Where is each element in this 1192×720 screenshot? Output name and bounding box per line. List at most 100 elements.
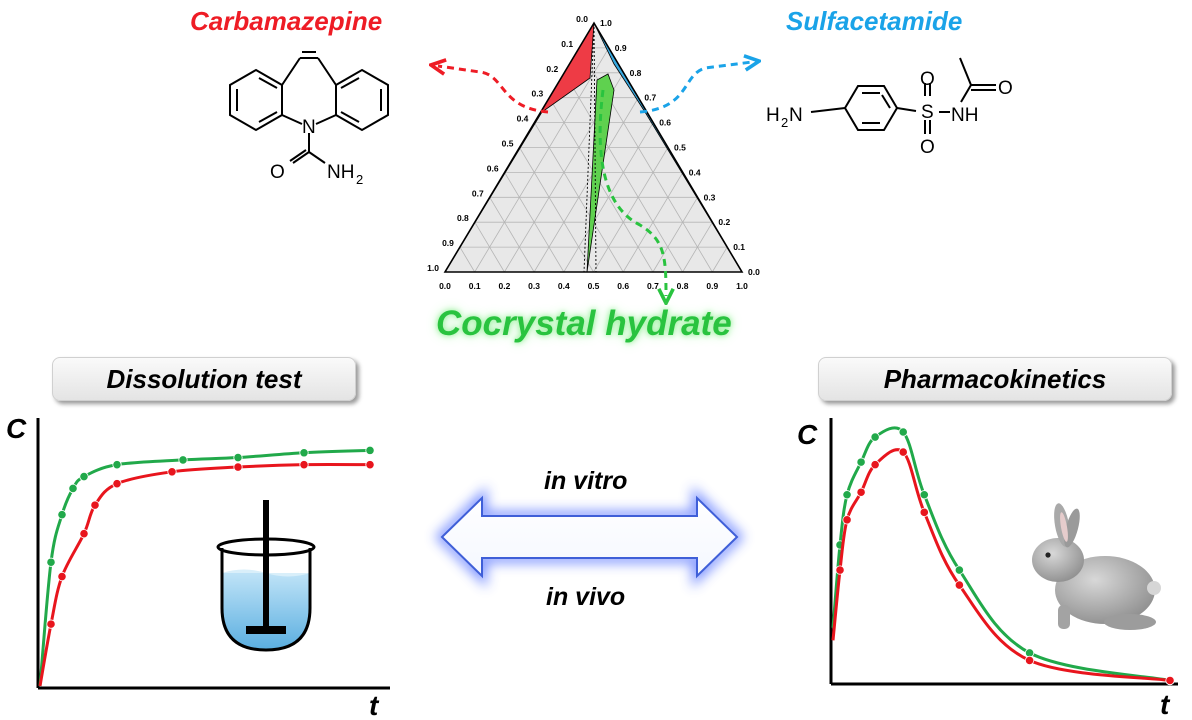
group-nh: NH	[951, 105, 978, 126]
tick-label-left: 0.6	[487, 163, 499, 173]
tick-label-left: 0.4	[517, 114, 529, 124]
data-point	[1165, 675, 1175, 686]
data-point	[856, 457, 866, 467]
tick-label-left: 0.3	[531, 89, 543, 99]
tick-label-left: 0.8	[457, 213, 469, 223]
tick-label-left: 0.1	[561, 39, 573, 49]
grid-line	[519, 147, 594, 273]
data-point	[898, 427, 908, 437]
data-point	[842, 515, 852, 525]
data-point	[954, 580, 964, 590]
ternary-tick-labels: 0.0 0.1 0.2 0.3 0.4 0.5 0.6 0.7 0.8 0.9 1.0 1.0 0.9 0…	[427, 14, 760, 291]
grid-line	[548, 97, 654, 273]
x-axis-label: t	[1160, 689, 1171, 720]
grid-line	[533, 97, 639, 273]
tick-label-right: 0.3	[704, 192, 716, 202]
pharmacokinetics-chart: C t	[797, 418, 1178, 720]
data-point	[365, 460, 375, 470]
grid-line	[593, 147, 669, 273]
dissolution-test-label: Dissolution test	[52, 357, 356, 401]
group-nh: NH	[327, 162, 354, 183]
in-vivo-label: in vivo	[546, 583, 626, 611]
in-vitro-label: in vitro	[544, 467, 628, 495]
dissolution-chart: C t	[6, 413, 390, 720]
tick-label-bottom: 0.6	[617, 281, 629, 291]
grid-line	[711, 246, 728, 273]
atom-o: O	[270, 162, 285, 183]
drug2-title: Sulfacetamide	[786, 6, 963, 36]
dotted-tie-line	[583, 22, 595, 273]
carbamazepine-labels: N O NH 2	[270, 117, 363, 187]
tick-label-right: 0.9	[615, 43, 627, 53]
product-label: Cocrystal hydrate	[436, 304, 732, 343]
data-point	[79, 471, 89, 482]
tick-label-left: 0.0	[576, 14, 588, 24]
data-point	[68, 483, 78, 494]
beaker-icon	[216, 500, 316, 652]
data-point	[299, 460, 309, 470]
data-point	[233, 462, 243, 472]
tick-label-left: 0.9	[442, 238, 454, 248]
tick-label-bottom: 0.0	[439, 281, 451, 291]
grid-line	[459, 246, 476, 273]
tick-label-left: 0.5	[502, 139, 514, 149]
data-point	[919, 490, 929, 500]
ternary-outline	[443, 21, 744, 273]
tick-label-bottom: 0.8	[677, 281, 689, 291]
data-point	[842, 490, 852, 500]
sulfacetamide-labels: H 2 N S O O NH O	[766, 69, 1013, 158]
data-point	[856, 487, 866, 497]
tick-label-right: 0.1	[733, 242, 745, 252]
data-point	[365, 445, 375, 455]
tick-label-left: 1.0	[427, 263, 439, 273]
ternary-phase-diagram: 0.0 0.1 0.2 0.3 0.4 0.5 0.6 0.7 0.8 0.9 1.0 1.0 0.9 0…	[427, 14, 760, 291]
grid-line	[563, 72, 683, 273]
subscript-2: 2	[356, 172, 363, 187]
grid-line	[489, 197, 535, 273]
data-point	[954, 565, 964, 575]
tick-label-bottom: 0.3	[528, 281, 540, 291]
data-point	[898, 447, 908, 457]
data-point	[46, 619, 56, 629]
data-point	[79, 529, 89, 539]
tick-label-right: 0.0	[748, 267, 760, 277]
tick-label-left: 0.7	[472, 188, 484, 198]
dotted-tie-line	[593, 22, 597, 273]
atom-n: N	[302, 117, 316, 138]
carbamazepine-structure	[229, 51, 389, 164]
group-h2n: H	[766, 105, 780, 126]
data-point	[1024, 655, 1035, 666]
tick-label-bottom: 0.2	[498, 281, 510, 291]
atom-s: S	[921, 102, 934, 123]
drug1-indicator-arrow	[438, 66, 549, 114]
data-point	[919, 507, 929, 517]
tick-label-bottom: 1.0	[736, 281, 748, 291]
tick-label-right: 0.6	[659, 118, 671, 128]
cocrystal-region	[586, 73, 615, 273]
drug1-title: Carbamazepine	[190, 6, 383, 36]
x-axis-label: t	[369, 690, 380, 720]
data-point	[299, 448, 309, 458]
tick-label-right: 0.4	[689, 167, 701, 177]
data-point	[57, 510, 67, 520]
tick-label-bottom: 0.4	[558, 281, 570, 291]
atom-o-top: O	[920, 69, 935, 90]
product-indicator-arrow	[598, 89, 666, 296]
tick-label-bottom: 0.7	[647, 281, 659, 291]
data-point	[167, 467, 177, 477]
bidirectional-arrow-icon	[434, 486, 745, 588]
tick-label-left: 0.2	[546, 64, 558, 74]
data-point	[233, 452, 243, 463]
series-line-2	[38, 462, 371, 687]
data-point	[57, 571, 67, 582]
data-point	[835, 565, 845, 575]
sulfacetamide-structure	[810, 57, 996, 134]
atom-o-carbonyl: O	[998, 78, 1013, 99]
data-point	[46, 557, 56, 567]
tick-label-right: 0.5	[674, 143, 686, 153]
tick-label-bottom: 0.9	[706, 281, 718, 291]
drug2-indicator-arrow	[639, 62, 752, 114]
tick-label-right: 0.8	[630, 68, 642, 78]
data-point	[870, 432, 880, 442]
